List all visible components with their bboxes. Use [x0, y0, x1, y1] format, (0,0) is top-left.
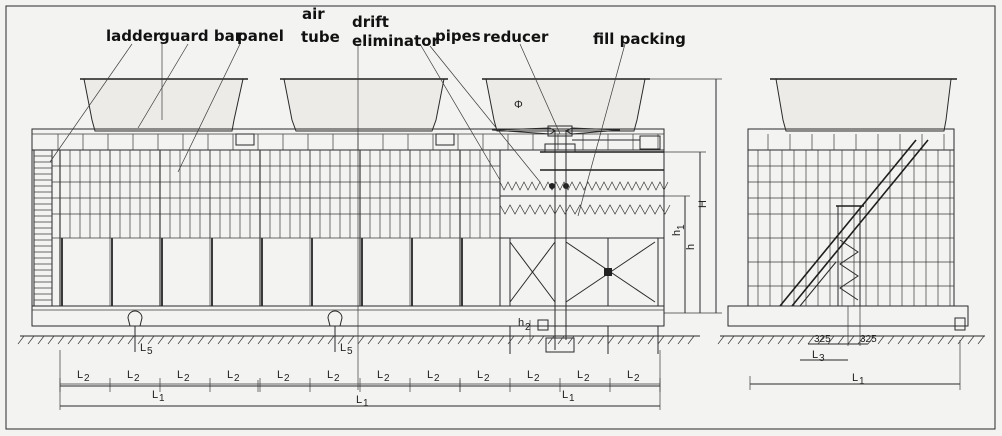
casing — [31, 149, 665, 307]
dim-h2-sub: 2 — [525, 322, 531, 333]
dim-L2-sub: 2 — [284, 373, 290, 384]
dim-325-b: 325 — [860, 334, 877, 345]
label-eliminator: eliminator — [352, 32, 440, 50]
dim-L2-sub: 2 — [434, 373, 440, 384]
dim-L2: L — [477, 369, 483, 381]
dim-L1: L — [562, 389, 568, 401]
dim-h2: h — [518, 317, 524, 329]
label-panel: panel — [237, 27, 284, 45]
dim-L2-sub: 2 — [184, 373, 190, 384]
dim-L2: L — [227, 369, 233, 381]
label-reducer: reducer — [483, 28, 549, 46]
basin — [31, 305, 665, 327]
motor-3 — [639, 135, 661, 150]
fan-stack-2 — [283, 78, 445, 132]
dim-L2: L — [427, 369, 433, 381]
dim-L2: L — [377, 369, 383, 381]
label-air: air — [302, 5, 325, 23]
dim-L2-sub: 2 — [634, 373, 640, 384]
dim-L2: L — [277, 369, 283, 381]
dim-L1-side: L — [852, 372, 858, 384]
dim-L2-sub: 2 — [584, 373, 590, 384]
leader-lines — [49, 43, 626, 390]
dim-L1-side-sub: 1 — [859, 376, 865, 387]
dim-L1-sub: 1 — [363, 398, 369, 409]
dim-L2-sub: 2 — [84, 373, 90, 384]
front-view — [17, 78, 722, 410]
label-guard-bar: guard bar — [159, 27, 243, 45]
dim-h1-sub: 1 — [676, 224, 687, 230]
dim-L3-sub: 3 — [819, 353, 825, 364]
dim-L2: L — [77, 369, 83, 381]
dim-325-a: 325 — [814, 334, 831, 345]
dim-L2-sub: 2 — [334, 373, 340, 384]
dim-L1: L — [356, 394, 362, 406]
motor-1 — [235, 133, 255, 146]
stair-stringer — [779, 139, 917, 307]
dim-L1-sub: 1 — [159, 393, 165, 404]
dim-h: h — [685, 244, 697, 250]
side-view — [717, 78, 985, 390]
dim-L2: L — [327, 369, 333, 381]
dim-L2: L — [577, 369, 583, 381]
dim-L5-sub: 5 — [147, 346, 153, 357]
dim-L1: L — [152, 389, 158, 401]
dim-L2-sub: 2 — [134, 373, 140, 384]
dim-L2: L — [127, 369, 133, 381]
motor-2 — [435, 133, 455, 146]
label-tube: tube — [301, 28, 340, 46]
dim-H: H — [697, 200, 709, 208]
panel-grid — [52, 150, 500, 306]
dim-L2: L — [627, 369, 633, 381]
fan-stack-3 — [485, 78, 646, 132]
dim-L3: L — [812, 349, 818, 361]
dim-L2-sub: 2 — [234, 373, 240, 384]
dim-L5-sub: 5 — [347, 346, 353, 357]
label-pipes: pipes — [435, 27, 481, 45]
dim-L2-sub: 2 — [384, 373, 390, 384]
dim-L2-sub: 2 — [484, 373, 490, 384]
dim-L5: L — [340, 342, 346, 354]
dim-phi: Φ — [514, 99, 523, 111]
dim-L2: L — [177, 369, 183, 381]
dim-L5: L — [140, 342, 146, 354]
frame — [5, 5, 996, 430]
side-fan-stack — [775, 78, 952, 132]
label-drift: drift — [352, 13, 389, 31]
dim-L2: L — [527, 369, 533, 381]
dim-L2-sub: 2 — [534, 373, 540, 384]
label-fill-packing: fill packing — [593, 30, 686, 48]
dim-h1: h — [671, 230, 683, 236]
dim-L1-sub: 1 — [569, 393, 575, 404]
label-ladder: ladder — [106, 27, 161, 45]
